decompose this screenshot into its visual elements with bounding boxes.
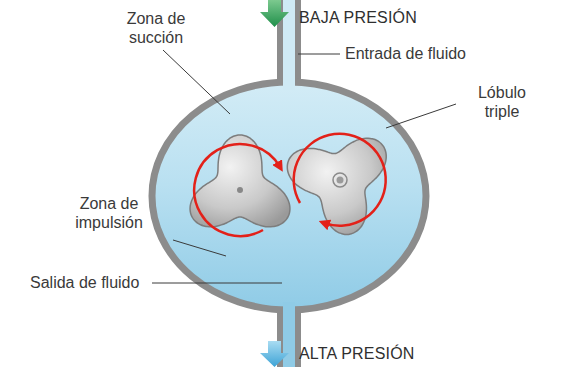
leader-line — [386, 104, 456, 128]
outflow-arrow — [260, 341, 289, 367]
inlet-label: Entrada de fluido — [345, 44, 466, 63]
leader-line — [298, 54, 340, 55]
right-shaft-ring — [333, 173, 347, 187]
leader-line — [163, 50, 230, 114]
outlet-fluid — [283, 302, 295, 367]
leader-line — [152, 283, 282, 284]
zone-label: Zona de succión — [108, 9, 204, 47]
pump-housing — [152, 82, 426, 310]
rotation-arrow — [194, 144, 280, 236]
leader-line — [173, 240, 226, 256]
zone-label: Zona de impulsión — [46, 194, 172, 232]
right-shaft — [337, 177, 344, 184]
left-lobe-rotor — [190, 135, 290, 227]
pressure-label: BAJA PRESIÓN — [299, 8, 417, 27]
part-label: Lóbulo triple — [460, 83, 544, 121]
pressure-label: ALTA PRESIÓN — [299, 344, 415, 363]
rotation-arrow — [294, 134, 386, 226]
outlet-label: Salida de fluido — [30, 273, 139, 292]
left-shaft — [237, 187, 243, 193]
inflow-arrow — [260, 0, 289, 27]
